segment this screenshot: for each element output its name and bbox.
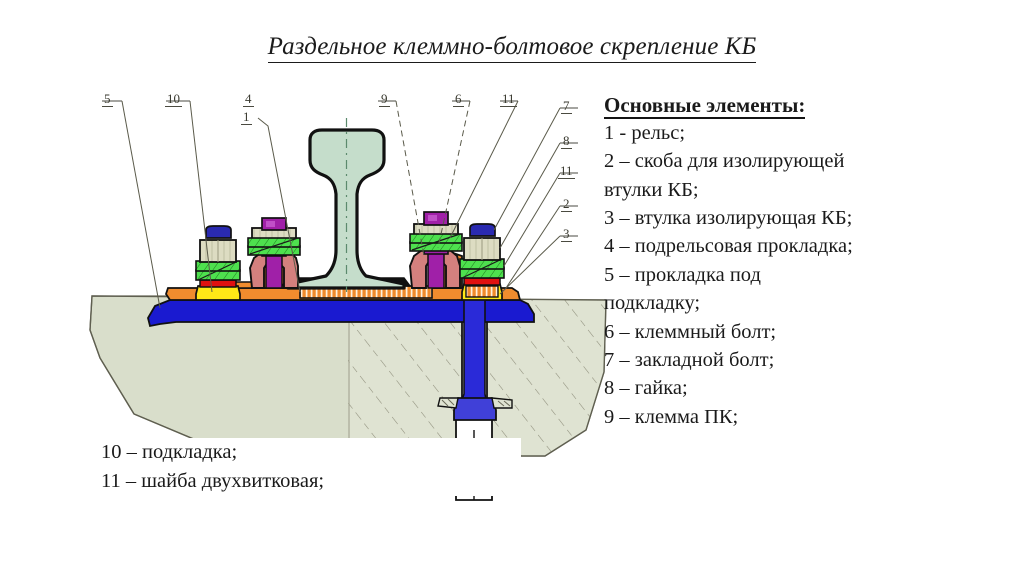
embedded-bolt-left bbox=[195, 225, 241, 301]
part-1-rail bbox=[280, 118, 412, 292]
legend-item-11: 11 – шайба двухвитковая; bbox=[101, 470, 325, 493]
callout-label-10: 10 bbox=[165, 91, 182, 107]
embedded-bolt-right bbox=[437, 223, 513, 421]
legend-panel: Основные элементы: 1 - рельс; 2 – скоба … bbox=[604, 93, 1012, 431]
page-title-text: Раздельное клеммно-болтовое скрепление К… bbox=[267, 33, 757, 63]
callout-label-11-top: 11 bbox=[500, 91, 517, 107]
legend-item-8: 8 – гайка; bbox=[604, 377, 688, 400]
legend-item-9: 9 – клемма ПК; bbox=[604, 405, 739, 428]
legend-item-10: 10 – подкладка; bbox=[101, 441, 238, 463]
callout-label-6: 6 bbox=[453, 91, 464, 107]
legend-item-5-cont: подкладку; bbox=[604, 292, 701, 315]
clip-assembly-left bbox=[247, 217, 301, 289]
legend-item-7: 7 – закладной болт; bbox=[604, 348, 775, 371]
callout-label-7: 7 bbox=[561, 98, 572, 114]
legend-item-2: 2 – скоба для изолирующей bbox=[604, 150, 845, 173]
callout-label-3: 3 bbox=[561, 226, 572, 242]
callout-label-9: 9 bbox=[379, 91, 390, 107]
page-title: Раздельное клеммно-болтовое скрепление К… bbox=[0, 33, 1024, 63]
legend-heading: Основные элементы: bbox=[604, 93, 1012, 119]
callout-label-11-right: 11 bbox=[558, 163, 575, 179]
callout-label-8: 8 bbox=[561, 133, 572, 149]
callout-label-4: 4 bbox=[243, 91, 254, 107]
callout-label-1: 1 bbox=[241, 109, 252, 125]
legend-heading-text: Основные элементы: bbox=[604, 93, 806, 119]
leader-lines bbox=[102, 100, 578, 309]
callout-label-2: 2 bbox=[561, 196, 572, 212]
legend-item-6: 6 – клеммный болт; bbox=[604, 320, 777, 343]
legend-item-3: 3 – втулка изолирующая КБ; bbox=[604, 206, 853, 229]
legend-item-1: 1 - рельс; bbox=[604, 121, 686, 144]
legend-item-2-cont: втулки КБ; bbox=[604, 178, 699, 201]
legend-panel-bottom: 10 – подкладка; 11 – шайба двухвитковая; bbox=[101, 438, 521, 497]
part-5-pad-under-baseplate bbox=[147, 299, 535, 328]
callout-label-5: 5 bbox=[102, 91, 113, 107]
legend-item-4: 4 – подрельсовая прокладка; bbox=[604, 235, 853, 258]
legend-item-5: 5 – прокладка под bbox=[604, 263, 761, 286]
